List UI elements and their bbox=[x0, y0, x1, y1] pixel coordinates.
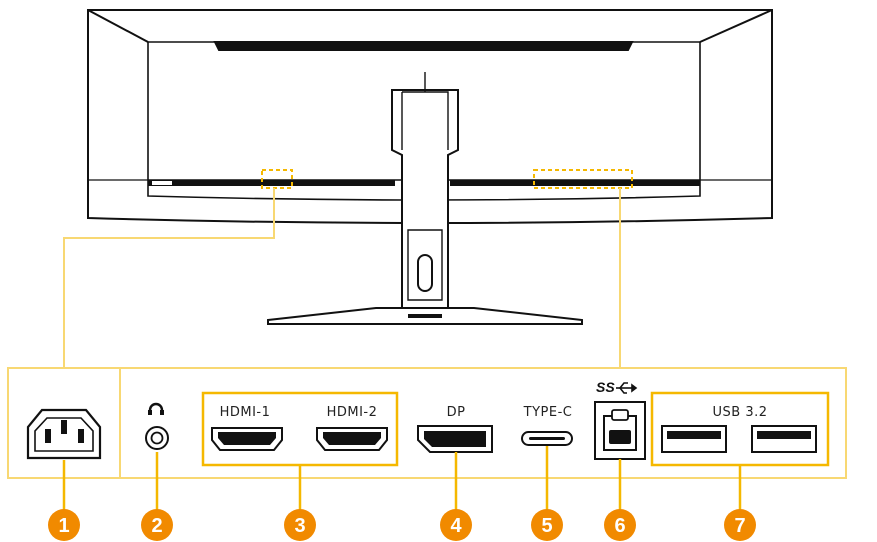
usb-ss-logo: SS bbox=[596, 379, 615, 395]
svg-text:6: 6 bbox=[614, 515, 625, 537]
monitor-top-vent bbox=[213, 41, 634, 51]
dp-connector-inner bbox=[424, 431, 486, 447]
headphone-icon-cup-right bbox=[160, 410, 164, 415]
callout-badge-1: 1 bbox=[48, 509, 80, 541]
stand-neck-inner bbox=[401, 91, 449, 150]
headphone-icon-cup-left bbox=[148, 410, 152, 415]
headphone-jack-outer bbox=[145, 426, 169, 450]
svg-text:3: 3 bbox=[294, 515, 305, 537]
hdmi-2-port: HDMI-2 bbox=[316, 405, 388, 451]
usb-b-port: SS bbox=[594, 379, 646, 460]
callout-stems bbox=[62, 446, 742, 513]
hdmi-2-connector-inner bbox=[323, 432, 381, 445]
monitor-model-badge bbox=[152, 181, 172, 185]
monitor-corner-line bbox=[699, 9, 773, 43]
power-socket bbox=[26, 408, 102, 460]
svg-text:2: 2 bbox=[151, 515, 162, 537]
dp-label: DP bbox=[447, 405, 466, 420]
callout-badge-2: 2 bbox=[141, 509, 173, 541]
port-panel bbox=[7, 367, 847, 479]
svg-text:7: 7 bbox=[734, 515, 745, 537]
leader-line-left bbox=[63, 188, 275, 368]
dp-port: DP bbox=[417, 405, 493, 453]
typec-port: TYPE-C bbox=[521, 405, 573, 446]
hdmi-1-label: HDMI-1 bbox=[220, 405, 271, 420]
callout-badge-5: 5 bbox=[531, 509, 563, 541]
callout-badge-4: 4 bbox=[440, 509, 472, 541]
usb32-label: USB 3.2 bbox=[713, 405, 768, 420]
stand-cable-slot bbox=[417, 254, 433, 292]
monitor-rear-view bbox=[87, 9, 773, 325]
usb-trident-icon bbox=[616, 382, 638, 394]
monitor-chin-shadow bbox=[148, 180, 700, 186]
svg-text:4: 4 bbox=[450, 515, 462, 537]
headphone-jack-inner bbox=[150, 431, 164, 445]
usb-a-port-1-tongue bbox=[667, 431, 721, 439]
svg-text:1: 1 bbox=[58, 515, 69, 537]
hdmi-1-port: HDMI-1 bbox=[211, 405, 283, 451]
usb-a-port-2-tongue bbox=[757, 431, 811, 439]
callout-badge-6: 6 bbox=[604, 509, 636, 541]
typec-label: TYPE-C bbox=[523, 405, 573, 420]
svg-text:5: 5 bbox=[541, 515, 552, 537]
callout-badge-3: 3 bbox=[284, 509, 316, 541]
usb32-ports: USB 3.2 bbox=[661, 405, 817, 453]
headphone-port bbox=[145, 402, 169, 450]
port-area-marker-left bbox=[261, 169, 293, 189]
usb-b-top-tab bbox=[611, 409, 629, 421]
hdmi-1-connector-inner bbox=[218, 432, 276, 445]
hdmi-2-label: HDMI-2 bbox=[327, 405, 378, 420]
stand-neck-lower bbox=[407, 229, 443, 301]
monitor-corner-line bbox=[87, 9, 149, 43]
usb-b-contact bbox=[609, 430, 631, 444]
stand-base-label bbox=[408, 314, 442, 318]
typec-connector-tongue bbox=[529, 437, 565, 440]
port-area-marker-right bbox=[533, 169, 633, 189]
callout-badge-7: 7 bbox=[724, 509, 756, 541]
port-panel-frame bbox=[7, 367, 847, 479]
power-socket-icon bbox=[26, 408, 102, 460]
